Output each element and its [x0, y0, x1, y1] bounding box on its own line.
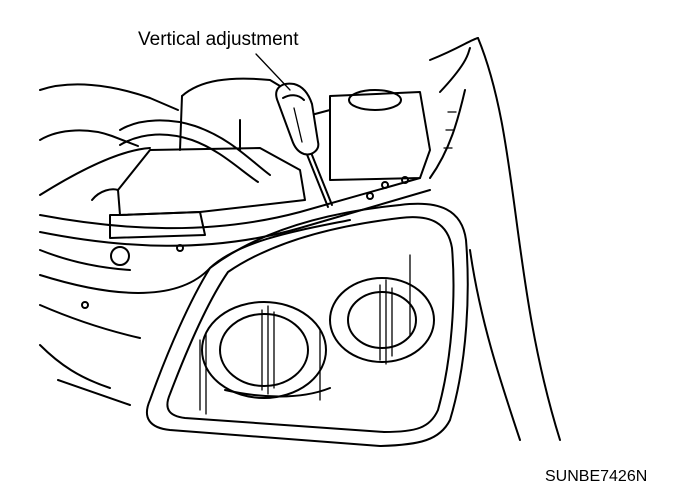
callout-leader-line: [255, 53, 291, 91]
screwdriver-tool: [275, 82, 333, 208]
figure-code: SUNBE7426N: [545, 468, 648, 485]
support-bar: [39, 176, 431, 309]
vertical-adjustment-callout: Vertical adjustment: [138, 29, 299, 50]
fender-panel: [429, 37, 561, 441]
headlight-assembly: [145, 202, 469, 447]
